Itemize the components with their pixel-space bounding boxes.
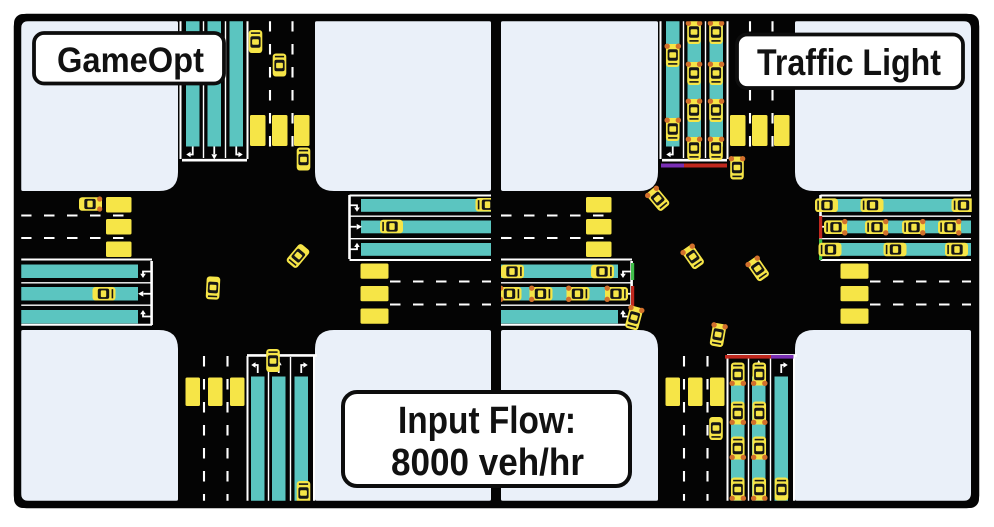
svg-text:GameOpt: GameOpt [57, 41, 204, 80]
svg-text:Input Flow:: Input Flow: [398, 400, 576, 442]
svg-text:8000 veh/hr: 8000 veh/hr [391, 442, 584, 484]
svg-text:Traffic Light: Traffic Light [757, 42, 941, 83]
